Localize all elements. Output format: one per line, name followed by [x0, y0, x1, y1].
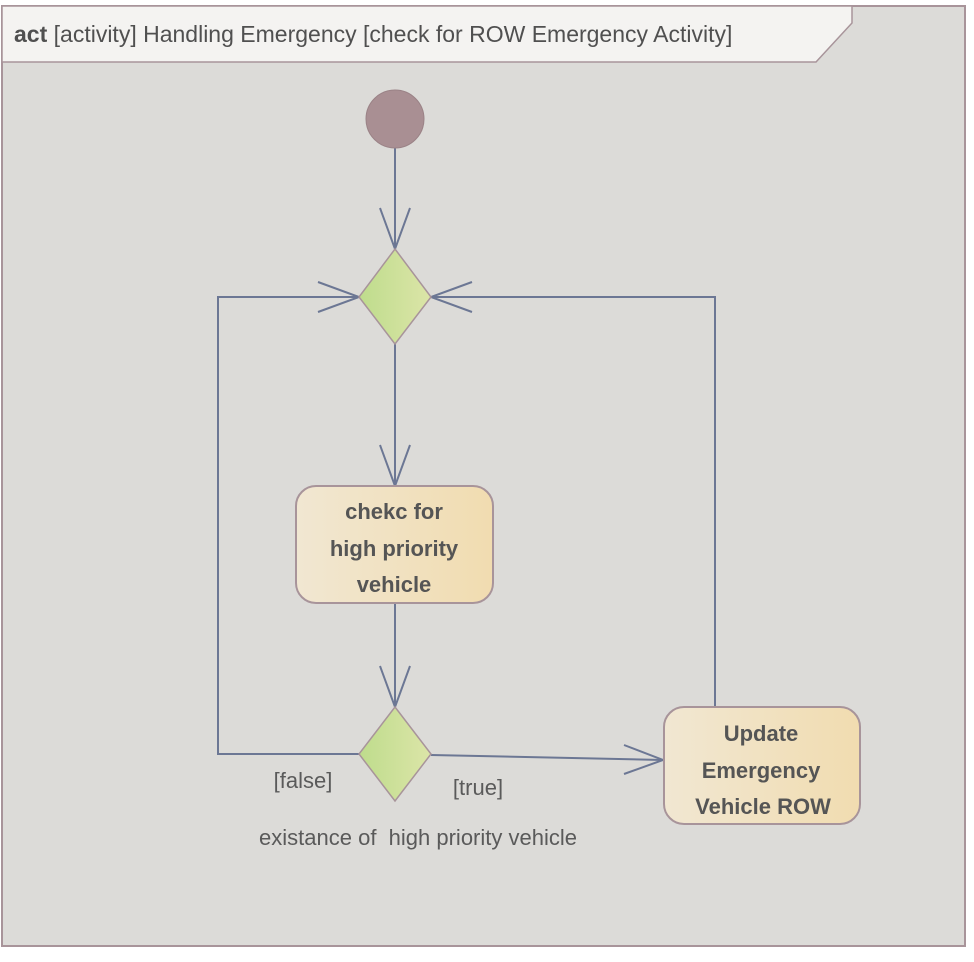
check-action-line-2: high priority: [330, 536, 459, 561]
update-action-line-1: Update: [724, 721, 799, 746]
frame-title-tab: [1, 5, 853, 63]
edge-false-loop: [217, 296, 359, 755]
guard-false-label: [false]: [274, 768, 333, 793]
merge-node-diamond: [358, 247, 432, 346]
update-row-action: [663, 706, 861, 825]
check-action-line-3: vehicle: [357, 572, 432, 597]
guard-true-label: [true]: [453, 775, 503, 800]
check-action-line-1: chekc for: [345, 499, 443, 524]
edge-update-loop: [431, 296, 716, 707]
frame-title: act [activity] Handling Emergency [check…: [14, 21, 732, 47]
update-action-line-2: Emergency: [702, 758, 821, 783]
decision-label: existance of high priority vehicle: [259, 825, 577, 850]
initial-node: [365, 89, 425, 149]
edge-true-to-update: [430, 754, 664, 761]
update-action-line-3: Vehicle ROW: [695, 794, 831, 819]
decision-node-diamond: [358, 705, 432, 803]
frame-keyword: act: [14, 21, 48, 47]
check-priority-action: [295, 485, 494, 604]
frame-title-text: [activity] Handling Emergency [check for…: [54, 21, 733, 47]
